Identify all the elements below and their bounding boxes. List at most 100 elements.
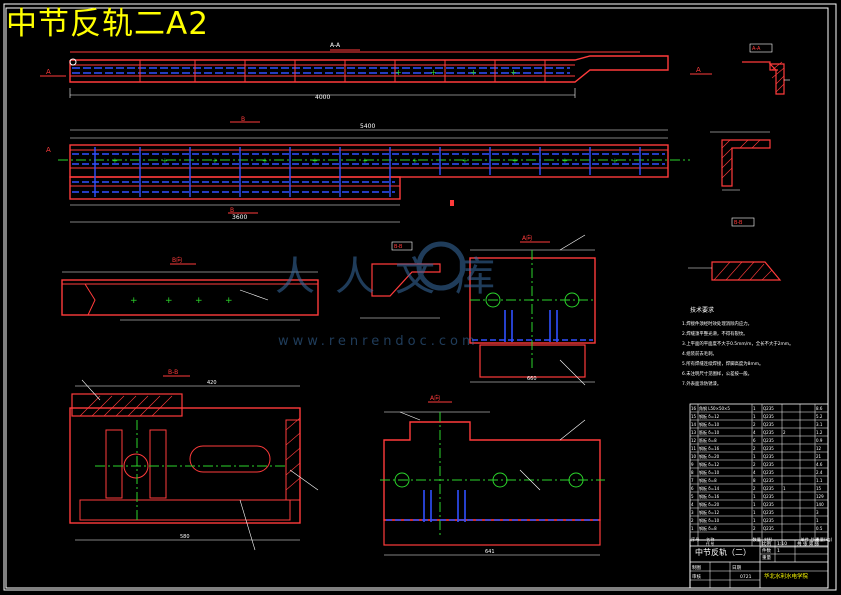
parts-cell: Q235: [763, 430, 774, 435]
parts-cell: Q235: [763, 486, 774, 491]
parts-cell: 钢板 δ=20: [699, 453, 720, 459]
svg-text:+: +: [112, 157, 118, 165]
view-bb-lower: B-B 420 580: [69, 369, 301, 541]
tech-item: 5.所有焊缝连续焊接，焊脚高度为8mm。: [682, 360, 763, 367]
svg-text:+: +: [162, 157, 168, 165]
tech-item: 6.未注明尺寸见图样，公差按一般。: [682, 370, 752, 377]
outer-border: [3, 3, 837, 591]
svg-text:+: +: [130, 296, 138, 306]
parts-cell: Q235: [763, 470, 774, 475]
parts-cell: Q235: [763, 526, 774, 531]
sheet-title: 中节反轨二A2: [6, 6, 209, 42]
parts-cell: Q235: [763, 494, 774, 499]
parts-cell: 角钢 L50×50×5: [699, 405, 730, 411]
parts-cell: 1.2: [816, 430, 823, 435]
parts-cell: 15: [816, 486, 822, 491]
view-small-bb: B-B: [688, 217, 782, 281]
svg-text:+: +: [395, 68, 402, 77]
parts-cell: 筋板 δ=8: [699, 437, 717, 443]
cut-label-b-bottom: B: [230, 207, 234, 214]
label-view-b: B向: [172, 256, 182, 264]
parts-cell: 2.4: [816, 470, 823, 475]
cut-label-a-right: A: [696, 66, 701, 74]
parts-cell: 钢板 δ=10: [699, 421, 720, 427]
parts-cell: 2: [753, 446, 756, 451]
parts-cell: 3: [691, 510, 694, 515]
label-small-aa: A-A: [752, 46, 761, 52]
parts-cell: Q235: [763, 438, 774, 443]
title-block: 中节反轨（二） 比例 1:10 件数 1 重量 共 张 第 张 制图 审核 日期…: [689, 539, 829, 589]
parts-cell: Q235: [763, 502, 774, 507]
tech-heading: 技术要求: [690, 306, 714, 314]
parts-cell: 11: [691, 446, 697, 451]
svg-text:+: +: [312, 157, 318, 165]
dim-plan-lower: 3600: [232, 214, 247, 221]
svg-text:+: +: [412, 157, 418, 165]
parts-cell: 1: [753, 406, 756, 411]
parts-cell: 钢板 δ=14: [699, 485, 720, 491]
view-beam-aa: A-A ++++ 4000 A A: [40, 42, 712, 101]
parts-cell: 钢板 δ=8: [699, 477, 717, 483]
parts-cell: 0.5: [816, 526, 823, 531]
parts-cell: 140: [816, 502, 824, 507]
parts-cell: 13: [691, 430, 697, 435]
parts-cell: 2: [753, 462, 756, 467]
parts-cell: 钢板 δ=10: [699, 517, 720, 523]
scale-label: 比例: [762, 540, 771, 547]
parts-cell: 10: [691, 454, 697, 459]
cut-label-a-plan: A: [46, 146, 51, 154]
parts-header-sub: 代 号: [706, 541, 715, 546]
tech-item: 3.上平面的平面度不大于0.5mm/m，全长不大于2mm。: [682, 340, 793, 347]
parts-cell: 钢板 δ=12: [699, 461, 720, 467]
parts-cell: 5.2: [816, 414, 823, 419]
leader-lines: [81, 234, 586, 551]
inner-border: [5, 7, 829, 589]
parts-cell: 9: [691, 462, 694, 467]
parts-cell: 6: [691, 486, 694, 491]
drawing-name: 中节反轨（二）: [695, 547, 751, 557]
parts-cell: 12: [816, 446, 822, 451]
parts-cell: 4: [691, 502, 694, 507]
parts-cell: 2: [783, 430, 786, 435]
parts-cell: 5: [691, 494, 694, 499]
parts-cell: Q235: [763, 478, 774, 483]
parts-cell: 1: [753, 414, 756, 419]
view-a-top: A向 660: [469, 234, 596, 383]
parts-cell: 钢板 δ=16: [699, 493, 720, 499]
cut-label-a-left: A: [46, 68, 51, 76]
parts-cell: 21: [816, 454, 822, 459]
parts-cell: Q235: [763, 406, 774, 411]
parts-cell: 0.9: [816, 438, 823, 443]
parts-cell: 1: [753, 454, 756, 459]
parts-cell: 2: [753, 422, 756, 427]
watermark-url: www.renrendoc.com: [278, 334, 479, 349]
piece-value: 1: [777, 548, 780, 554]
label-view-a-top: A向: [522, 234, 532, 242]
date-label: 日期: [732, 565, 741, 571]
parts-cell: Q235: [763, 446, 774, 451]
tech-item: 4.组装前去毛刺。: [682, 350, 717, 357]
parts-cell: 3.1: [816, 422, 823, 427]
label-section-aa: A-A: [330, 42, 341, 49]
parts-cell: Q235: [763, 422, 774, 427]
dim-a-top: 660: [527, 376, 537, 382]
parts-cell: Q235: [763, 518, 774, 523]
parts-cell: 129: [816, 494, 824, 499]
dim-overall-length: 4000: [315, 94, 330, 101]
svg-text:+: +: [362, 157, 368, 165]
parts-cell: 1: [753, 502, 756, 507]
dim-bb-bottom: 580: [180, 534, 190, 540]
parts-cell: 15: [691, 414, 697, 419]
parts-cell: 16: [691, 406, 697, 411]
dim-a-lower: 641: [485, 549, 495, 555]
parts-cell: 1: [753, 510, 756, 515]
cut-label-b-top: B: [241, 116, 245, 123]
drawn-label: 制图: [692, 564, 701, 571]
parts-cell: 8: [753, 478, 756, 483]
parts-cell: Q235: [763, 462, 774, 467]
parts-cell: 14: [691, 422, 697, 427]
parts-cell: 8.6: [816, 406, 823, 411]
parts-cell: 4.6: [816, 462, 823, 467]
view-mid-section: B-B: [360, 241, 441, 319]
